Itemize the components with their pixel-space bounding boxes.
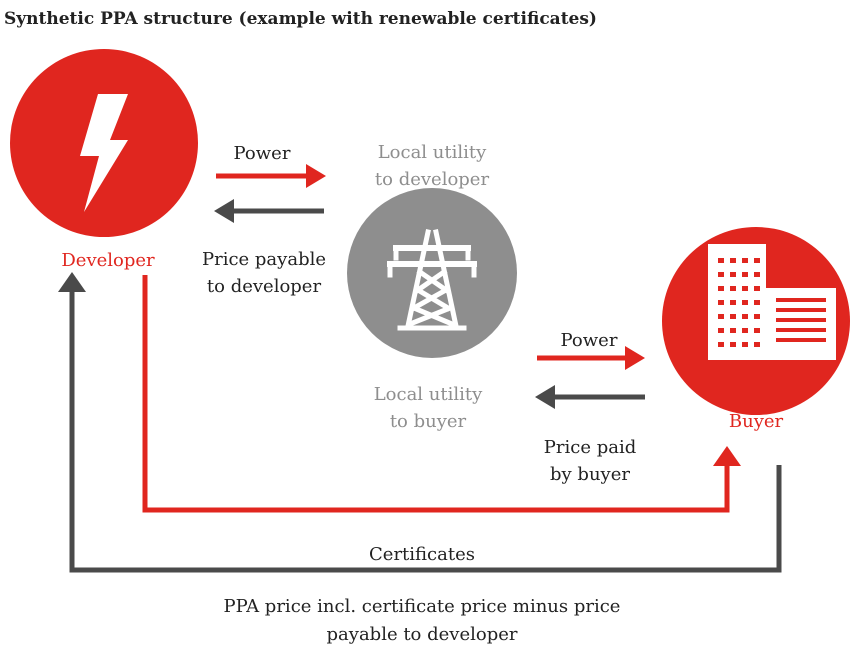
price-payable-label-line2: to developer xyxy=(207,276,322,297)
power-arrow-developer xyxy=(216,164,326,188)
certificates-label: Certificates xyxy=(369,544,475,565)
certificates-arrow xyxy=(142,275,741,513)
utility-buyer-label-line2: to buyer xyxy=(390,411,467,432)
price-paid-label-line1: Price paid xyxy=(544,437,636,458)
power-label-buyer: Power xyxy=(561,330,618,351)
power-pylon-icon xyxy=(387,229,477,331)
price-paid-label-line2: by buyer xyxy=(550,464,630,485)
price-payable-arrow xyxy=(214,199,324,223)
ppa-price-arrow xyxy=(58,272,782,573)
price-paid-arrow xyxy=(535,385,645,409)
buyer-node xyxy=(662,227,850,415)
utility-circle xyxy=(347,188,517,358)
utility-buyer-label-line1: Local utility xyxy=(374,384,483,405)
developer-node xyxy=(10,49,198,237)
office-building-icon xyxy=(708,244,836,360)
buyer-label: Buyer xyxy=(729,411,784,432)
utility-developer-label-line1: Local utility xyxy=(378,142,487,163)
lightning-bolt-icon xyxy=(80,94,128,212)
ppa-price-label-line1: PPA price incl. certificate price minus … xyxy=(224,596,621,617)
utility-developer-label-line2: to developer xyxy=(375,169,490,190)
price-payable-label-line1: Price payable xyxy=(202,249,326,270)
power-arrow-buyer xyxy=(537,346,645,370)
power-label-developer: Power xyxy=(234,143,291,164)
diagram-title: Synthetic PPA structure (example with re… xyxy=(4,9,597,29)
utility-node xyxy=(347,188,517,358)
ppa-price-label-line2: payable to developer xyxy=(327,624,518,645)
developer-label: Developer xyxy=(61,250,155,271)
